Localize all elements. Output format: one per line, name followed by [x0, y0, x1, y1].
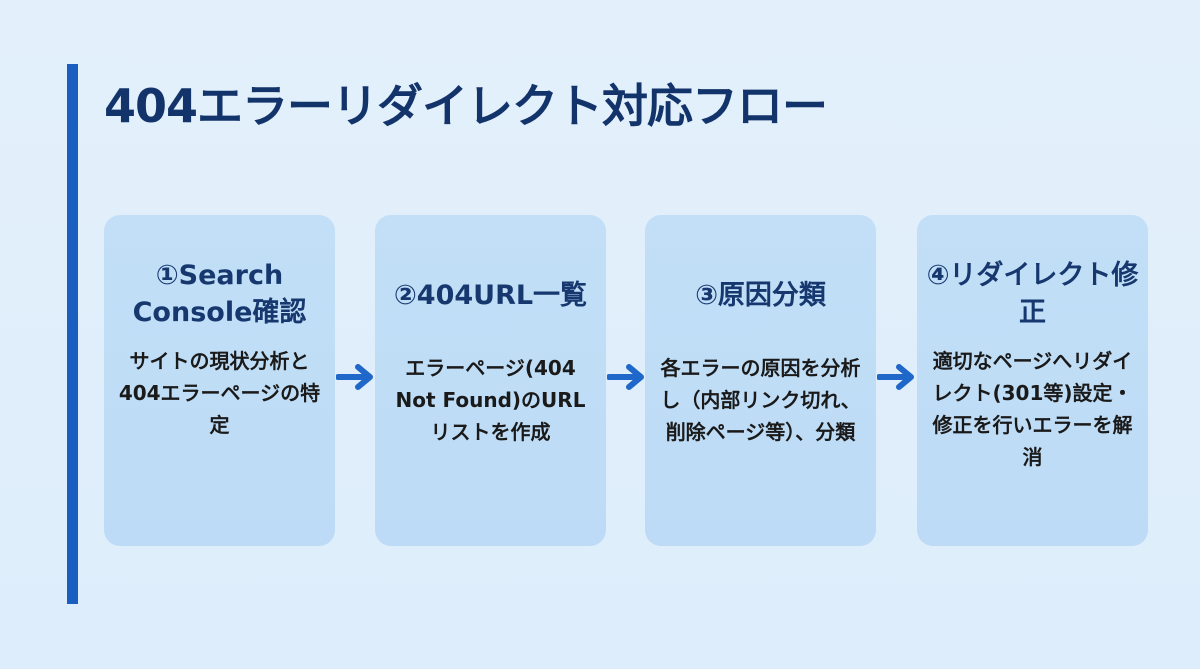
step-box-3: ③原因分類 各エラーの原因を分析し（内部リンク切れ、削除ページ等）、分類: [645, 215, 876, 546]
step-title: ②404URL一覧: [393, 280, 588, 311]
step-description: 適切なページへリダイレクト(301等)設定・修正を行いエラーを解消: [932, 349, 1133, 469]
arrow-right-icon: [607, 364, 644, 390]
step-description: 各エラーの原因を分析し（内部リンク切れ、削除ページ等）、分類: [660, 356, 861, 444]
step-box-4: ④リダイレクト修正 適切なページへリダイレクト(301等)設定・修正を行いエラー…: [917, 215, 1148, 546]
step-box-2: ②404URL一覧 エラーページ(404 Not Found)のURLリストを作…: [375, 215, 606, 546]
accent-bar: [67, 64, 78, 604]
step-title: ①Search Console確認: [132, 260, 307, 328]
arrow-right-icon: [336, 364, 373, 390]
step-title: ③原因分類: [695, 280, 826, 311]
arrow-right-icon: [877, 364, 914, 390]
step-description: エラーページ(404 Not Found)のURLリストを作成: [395, 356, 586, 444]
page-title: 404エラーリダイレクト対応フロー: [104, 79, 828, 133]
step-box-1: ①Search Console確認 サイトの現状分析と404エラーページの特定: [104, 215, 335, 546]
flow-diagram: ①Search Console確認 サイトの現状分析と404エラーページの特定 …: [104, 215, 1149, 547]
step-title: ④リダイレクト修正: [926, 260, 1139, 328]
step-description: サイトの現状分析と404エラーページの特定: [118, 349, 321, 437]
